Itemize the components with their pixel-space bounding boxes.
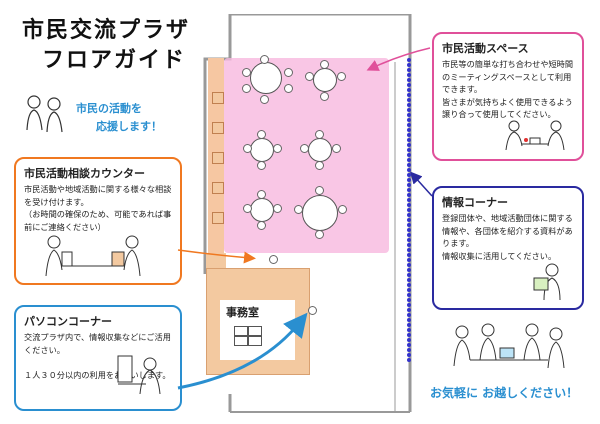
reading-illustration (533, 263, 561, 301)
shelf-dot (407, 193, 411, 197)
shelf-dot (407, 108, 411, 112)
shelf-dot (407, 343, 411, 347)
shelf-dot (407, 103, 411, 107)
desk (234, 336, 248, 346)
consult-counter-box: 市民活動相談カウンター 市民活動や地域活動に関する様々な相談を受け付けます。 （… (14, 157, 182, 285)
pc-corner-title: パソコンコーナー (24, 315, 112, 328)
slogan-line2: 応援します！ (96, 120, 162, 133)
shelf-dot (407, 163, 411, 167)
page-title-line2: フロアガイド (42, 48, 187, 73)
shelf-dot (407, 248, 411, 252)
shelf-dot (407, 178, 411, 182)
shelf-dot (407, 283, 411, 287)
shelf-dot (407, 138, 411, 142)
shelf-dot (407, 58, 411, 62)
page-title-line1: 市民交流プラザ (22, 18, 191, 43)
consultation-illustration (45, 235, 141, 277)
pc-user-illustration (117, 355, 161, 395)
shelf-dot (407, 313, 411, 317)
shelf-dot (407, 238, 411, 242)
shelf-dot (407, 318, 411, 322)
shelf (212, 152, 224, 164)
shelf-dot (407, 88, 411, 92)
shelf-dot (407, 268, 411, 272)
shelf-dot (407, 98, 411, 102)
shelf-dot (407, 123, 411, 127)
pc-corner-box: パソコンコーナー 交流プラザ内で、情報収集などにご活用ください。 １人３０分以内… (14, 305, 182, 411)
info-corner-title: 情報コーナー (442, 196, 508, 209)
shelf (212, 92, 224, 104)
shelf (212, 122, 224, 134)
shelf-dot (407, 113, 411, 117)
office-label: 事務室 (226, 306, 259, 319)
shelf-dot (407, 328, 411, 332)
shelf-dot (407, 158, 411, 162)
shelf-dot (407, 338, 411, 342)
activity-space-title: 市民活動スペース (442, 42, 529, 55)
info-corner-box: 情報コーナー 登録団体や、地域活動団体に関する情報や、各団体を紹介する資料があり… (432, 186, 584, 310)
shelf (212, 212, 224, 224)
shelf-dot (407, 128, 411, 132)
people-illustration (26, 95, 63, 133)
consult-counter-text: 市民活動や地域活動に関する様々な相談を受け付けます。 （お時間の確保のため、可能… (24, 184, 172, 232)
shelf-dot (407, 83, 411, 87)
shelf-dot (407, 278, 411, 282)
activity-space-text: 市民等の簡単な打ち合わせや短時間のミーティングスペースとして利用できます。 皆さ… (442, 59, 574, 119)
shelf-dot (407, 63, 411, 67)
shelf-dot (407, 168, 411, 172)
shelf-dot (407, 308, 411, 312)
shelf-dot (407, 243, 411, 247)
desk (248, 336, 262, 346)
shelf-dot (407, 118, 411, 122)
shelf-dot (407, 348, 411, 352)
shelf-dot (407, 218, 411, 222)
desk (234, 326, 248, 336)
shelf-dot (407, 188, 411, 192)
shelf-dot (407, 73, 411, 77)
group-illustration (453, 323, 565, 369)
shelf-dot (407, 173, 411, 177)
shelf-dot (407, 68, 411, 72)
shelf-dot (407, 203, 411, 207)
shelf-dot (407, 273, 411, 277)
desk (248, 326, 262, 336)
slogan-line1: 市民の活動を (76, 102, 142, 115)
round-table (313, 68, 337, 92)
shelf-dot (407, 93, 411, 97)
shelf-dot (407, 148, 411, 152)
shelf-dot (407, 263, 411, 267)
shelf-dot (407, 228, 411, 232)
shelf-dot (407, 293, 411, 297)
shelf-dot (407, 233, 411, 237)
shelf-dot (407, 143, 411, 147)
shelf-dot (407, 223, 411, 227)
meeting-illustration (505, 120, 565, 151)
shelf-dot (407, 133, 411, 137)
shelf-dot (407, 358, 411, 362)
shelf-dot (407, 298, 411, 302)
shelf-dot (407, 288, 411, 292)
shelf-dot (407, 303, 411, 307)
info-corner-text: 登録団体や、地域活動団体に関する情報や、各団体を紹介する資料があります。 情報収… (442, 213, 573, 261)
round-table (302, 195, 338, 231)
shelf-dot (407, 213, 411, 217)
shelf-dot (407, 208, 411, 212)
consult-counter-title: 市民活動相談カウンター (24, 167, 145, 180)
welcome-message: お気軽に お越しください！ (430, 386, 579, 400)
shelf-dot (407, 258, 411, 262)
shelf-dot (407, 323, 411, 327)
shelf-dot (407, 253, 411, 257)
shelf-dot (407, 153, 411, 157)
shelf-dot (407, 183, 411, 187)
shelf-dot (407, 353, 411, 357)
pc-corner-text: 交流プラザ内で、情報収集などにご活用ください。 １人３０分以内の利用をお願いしま… (24, 332, 171, 380)
shelf-dot (407, 78, 411, 82)
shelf-dot (407, 333, 411, 337)
info-shelf-line (407, 58, 411, 363)
shelf-dot (407, 198, 411, 202)
shelf (212, 182, 224, 194)
